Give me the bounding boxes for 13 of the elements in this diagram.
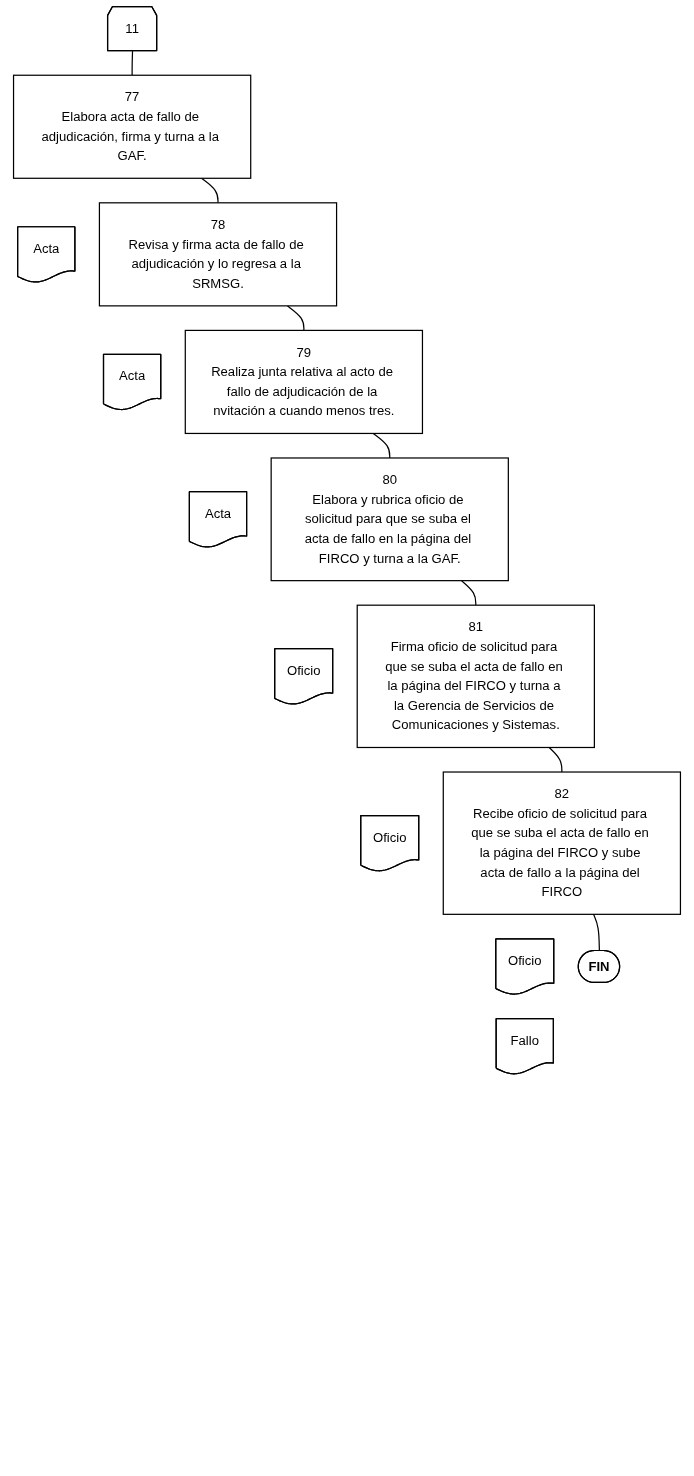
- connector: [592, 913, 600, 952]
- connector: [286, 305, 305, 331]
- node-box: 80 Elabora y rubrica oficio de solicitud para que se suba el acta de fallo en la página del FIRCO y turna a la GAF.: [270, 457, 509, 582]
- connector: [460, 580, 477, 606]
- node-box: 81 Firma oficio de solicitud para que se suba el acta de fallo en la página del FIRCO y turna a la Gerencia de Servicios de Comunicaciones y Sistemas.: [356, 604, 595, 749]
- node-box: 77 Elabora acta de fallo de adjudicación, firma y turna a la GAF.: [12, 74, 252, 179]
- connector: [200, 177, 219, 204]
- node-box: 79 Realiza junta relativa al acto de fallo de adjudicación de la nvitación a cuando menos tres.: [184, 329, 424, 435]
- node-box: 82 Recibe oficio de solicitud para que se suba el acta de fallo en la página del FIRCO y sube acta de fallo a la página del FIRCO: [442, 771, 682, 915]
- node-box: 78 Revisa y firma acta de fallo de adjudicación y lo regresa a la SRMSG.: [98, 202, 338, 307]
- connector: [131, 50, 134, 76]
- connector: [372, 432, 391, 459]
- connector: [548, 746, 563, 773]
